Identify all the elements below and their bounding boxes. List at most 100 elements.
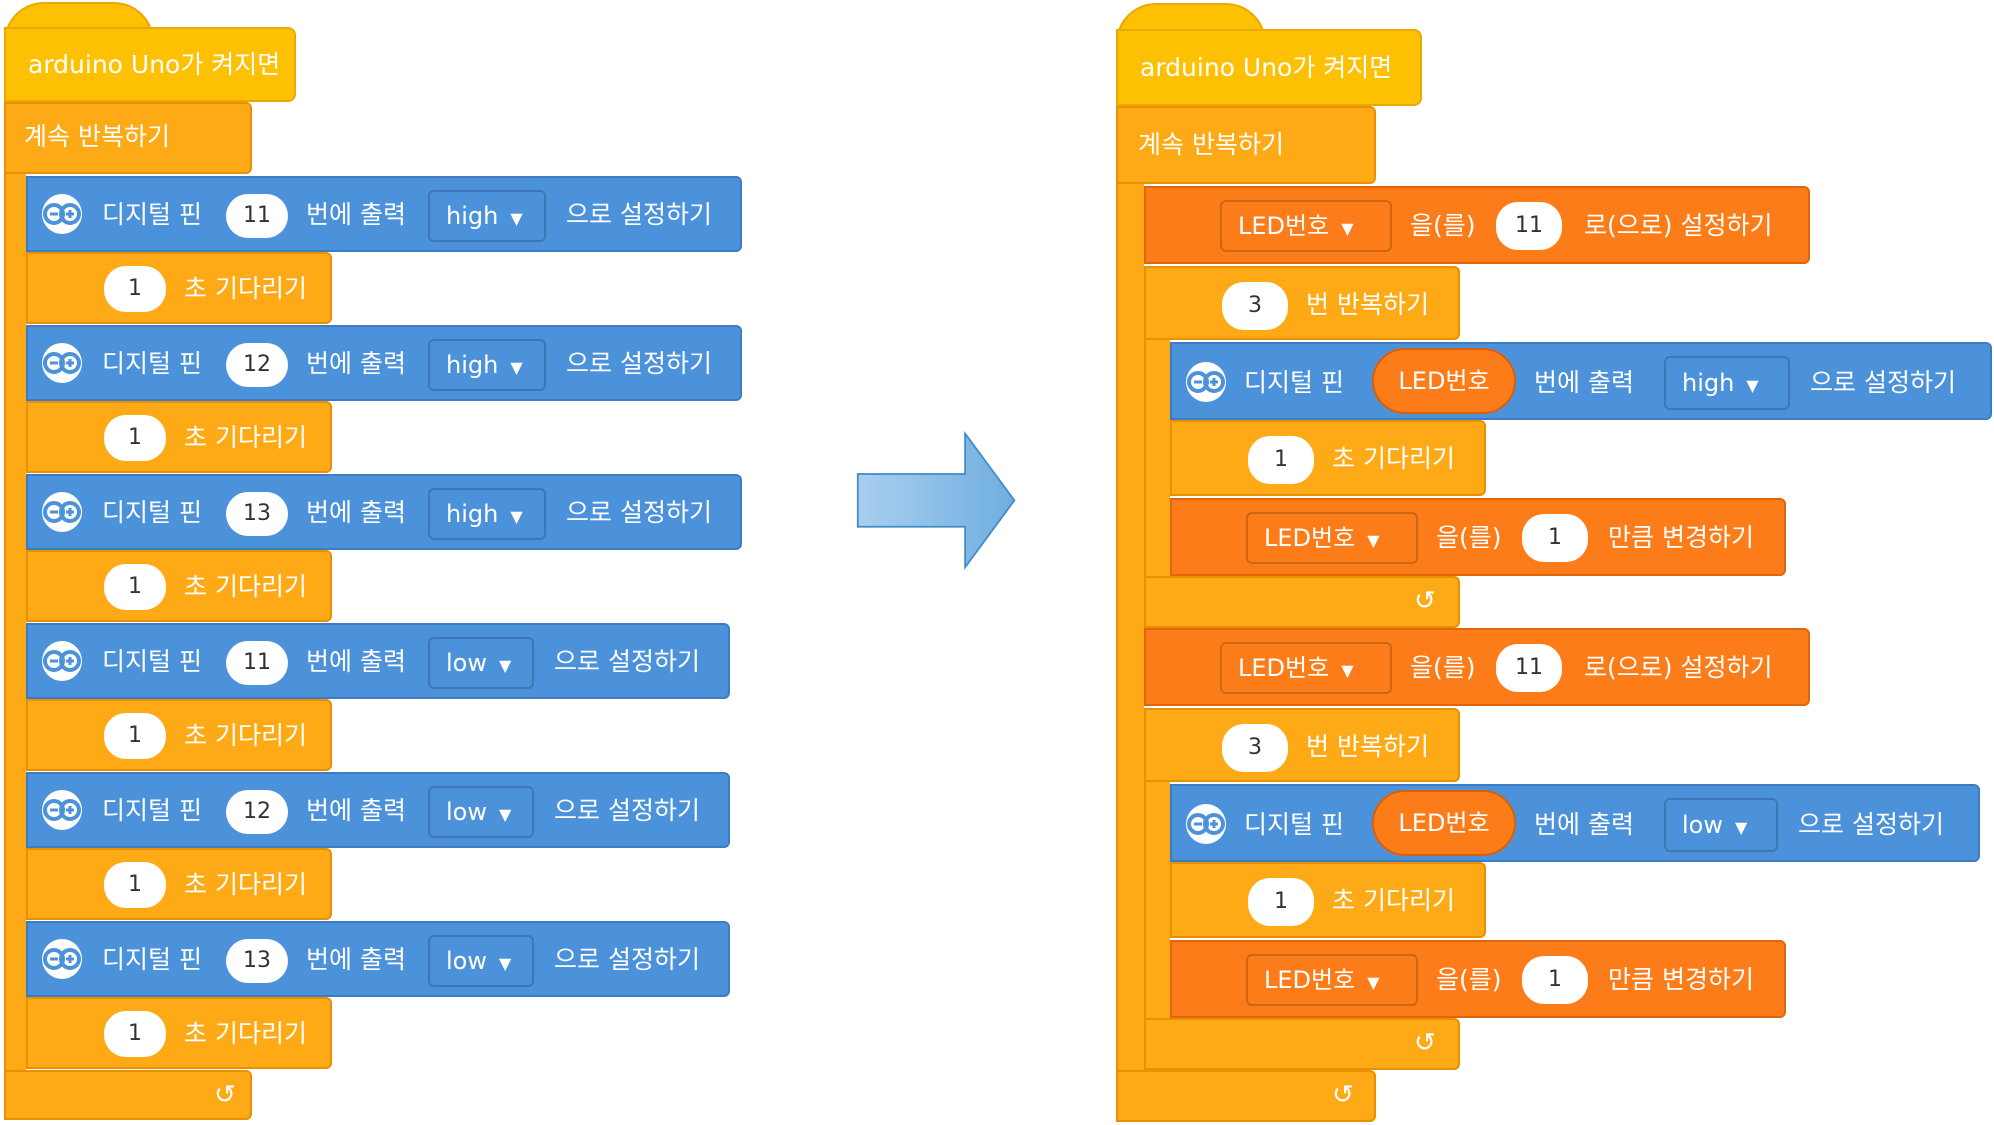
digital-pin-label: 디지털 핀 (102, 498, 202, 527)
digital-pin-label: 디지털 핀 (102, 647, 202, 676)
repeat-header[interactable]: 3 번 반복하기 (1144, 266, 1460, 340)
repeat-arm (1144, 340, 1170, 588)
dropdown-arrow-icon: ▼ (498, 805, 512, 824)
variable-dropdown[interactable]: LED번호▼ (1246, 512, 1418, 564)
digital-write-block[interactable]: 디지털 핀 LED번호 번에 출력 low▼ 으로 설정하기 (1170, 784, 1980, 862)
repeat-count-input[interactable]: 3 (1222, 724, 1288, 772)
arduino-icon (40, 639, 84, 683)
wait-label: 초 기다리기 (184, 274, 307, 303)
set-value-input[interactable]: 11 (1496, 202, 1562, 250)
wait-block[interactable]: 1 초 기다리기 (26, 997, 332, 1069)
mode-dropdown[interactable]: high▼ (428, 339, 546, 391)
wait-seconds-input[interactable]: 1 (1248, 436, 1314, 484)
set-var-mid: 을(를) (1410, 653, 1476, 682)
led-variable-reporter[interactable]: LED번호 (1372, 790, 1516, 856)
pin-input[interactable]: 11 (226, 641, 288, 685)
arduino-icon (1184, 360, 1228, 404)
wait-seconds-input[interactable]: 1 (104, 862, 166, 908)
forever-header[interactable]: 계속 반복하기 (1116, 106, 1376, 184)
output-label: 번에 출력 (1534, 368, 1634, 397)
dropdown-arrow-icon: ▼ (510, 507, 523, 526)
repeat-count-input[interactable]: 3 (1222, 282, 1288, 330)
pin-input[interactable]: 11 (226, 194, 288, 238)
wait-label: 초 기다리기 (184, 870, 307, 899)
pin-input[interactable]: 13 (226, 939, 288, 983)
wait-block[interactable]: 1 초 기다리기 (26, 550, 332, 622)
mode-value: low (446, 798, 487, 826)
wait-seconds-input[interactable]: 1 (1248, 878, 1314, 926)
wait-block[interactable]: 1 초 기다리기 (26, 848, 332, 920)
pin-input[interactable]: 12 (226, 790, 288, 834)
set-var-mid: 을(를) (1436, 523, 1502, 552)
arrow-right-icon (856, 430, 1016, 570)
wait-block[interactable]: 1 초 기다리기 (1170, 420, 1486, 496)
change-variable-block[interactable]: LED번호▼ 을(를) 1 만큼 변경하기 (1170, 498, 1786, 576)
digital-write-block[interactable]: 디지털 핀 12 번에 출력 high▼ 으로 설정하기 (26, 325, 742, 401)
change-amount-input[interactable]: 1 (1522, 956, 1588, 1004)
digital-write-block[interactable]: 디지털 핀 11 번에 출력 high▼ 으로 설정하기 (26, 176, 742, 252)
digital-pin-label: 디지털 핀 (102, 200, 202, 229)
output-label: 번에 출력 (306, 647, 406, 676)
mode-dropdown[interactable]: high▼ (1664, 356, 1790, 410)
wait-seconds-input[interactable]: 1 (104, 564, 166, 610)
dropdown-arrow-icon: ▼ (1367, 531, 1380, 550)
arduino-icon (40, 788, 84, 832)
mode-dropdown[interactable]: low▼ (1664, 798, 1778, 852)
wait-seconds-input[interactable]: 1 (104, 713, 166, 759)
hat-block[interactable]: arduino Uno가 켜지면 (1116, 29, 1422, 106)
arduino-icon (40, 341, 84, 385)
wait-label: 초 기다리기 (184, 572, 307, 601)
change-variable-block[interactable]: LED번호▼ 을(를) 1 만큼 변경하기 (1170, 940, 1786, 1018)
set-label: 으로 설정하기 (554, 945, 700, 974)
mode-dropdown[interactable]: low▼ (428, 935, 534, 987)
wait-label: 초 기다리기 (184, 423, 307, 452)
forever-header[interactable]: 계속 반복하기 (4, 102, 252, 174)
wait-seconds-input[interactable]: 1 (104, 266, 166, 312)
wait-block[interactable]: 1 초 기다리기 (26, 699, 332, 771)
hat-block[interactable]: arduino Uno가 켜지면 (4, 27, 296, 102)
repeat-header[interactable]: 3 번 반복하기 (1144, 708, 1460, 782)
digital-write-block[interactable]: 디지털 핀 LED번호 번에 출력 high▼ 으로 설정하기 (1170, 342, 1992, 420)
change-amount-input[interactable]: 1 (1522, 514, 1588, 562)
dropdown-arrow-icon: ▼ (1341, 661, 1354, 680)
set-value-input[interactable]: 11 (1496, 644, 1562, 692)
forever-footer: ↺ (4, 1070, 252, 1120)
wait-block[interactable]: 1 초 기다리기 (26, 252, 332, 324)
digital-write-block[interactable]: 디지털 핀 12 번에 출력 low▼ 으로 설정하기 (26, 772, 730, 848)
pin-input[interactable]: 12 (226, 343, 288, 387)
set-variable-block[interactable]: LED번호 ▼ 을(를) 11 로(으로) 설정하기 (1144, 628, 1810, 706)
variable-name: LED번호 (1238, 212, 1330, 240)
mode-dropdown[interactable]: low ▼ (428, 786, 534, 838)
change-end: 만큼 변경하기 (1608, 965, 1754, 994)
wait-block[interactable]: 1 초 기다리기 (1170, 862, 1486, 938)
set-label: 으로 설정하기 (554, 796, 700, 825)
wait-block[interactable]: 1 초 기다리기 (26, 401, 332, 473)
mode-dropdown[interactable]: low▼ (428, 637, 534, 689)
set-var-end: 로(으로) 설정하기 (1584, 653, 1773, 682)
digital-write-block[interactable]: 디지털 핀 13 번에 출력 low▼ 으로 설정하기 (26, 921, 730, 997)
wait-seconds-input[interactable]: 1 (104, 415, 166, 461)
digital-write-block[interactable]: 디지털 핀 13 번에 출력 high▼ 으로 설정하기 (26, 474, 742, 550)
forever-label: 계속 반복하기 (1138, 130, 1284, 159)
variable-dropdown[interactable]: LED번호▼ (1246, 954, 1418, 1006)
dropdown-arrow-icon: ▼ (1341, 219, 1354, 238)
wait-seconds-input[interactable]: 1 (104, 1011, 166, 1057)
forever-label: 계속 반복하기 (24, 122, 170, 151)
set-label: 으로 설정하기 (566, 349, 712, 378)
pin-input[interactable]: 13 (226, 492, 288, 536)
mode-dropdown[interactable]: high▼ (428, 488, 546, 540)
mode-dropdown[interactable]: high▼ (428, 190, 546, 242)
variable-dropdown[interactable]: LED번호 ▼ (1220, 642, 1392, 694)
led-variable-reporter[interactable]: LED번호 (1372, 348, 1516, 414)
digital-write-block[interactable]: 디지털 핀 11 번에 출력 low▼ 으로 설정하기 (26, 623, 730, 699)
dropdown-arrow-icon: ▼ (1734, 818, 1748, 837)
repeat-footer: ↺ (1144, 576, 1460, 628)
set-label: 으로 설정하기 (566, 498, 712, 527)
variable-dropdown[interactable]: LED번호 ▼ (1220, 200, 1392, 252)
variable-name: LED번호 (1238, 654, 1330, 682)
set-variable-block[interactable]: LED번호▼ 을(를) 11 로(으로) 설정하기 (1144, 186, 1810, 264)
forever-arm (1116, 184, 1144, 1070)
dropdown-arrow-icon: ▼ (510, 209, 523, 228)
mode-value: low (446, 649, 487, 677)
change-end: 만큼 변경하기 (1608, 523, 1754, 552)
